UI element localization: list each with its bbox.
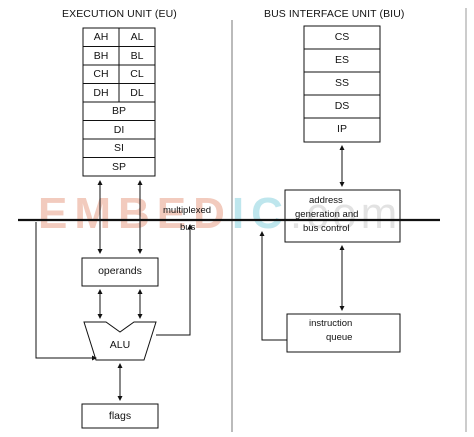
register-bh: BH xyxy=(93,49,109,62)
biu-segment-registers xyxy=(303,25,381,143)
watermark-main: EMBED xyxy=(38,189,232,238)
eu-register-file xyxy=(82,27,156,177)
watermark-accent: IC xyxy=(231,189,290,238)
register-dh: DH xyxy=(93,86,109,99)
biu-title: BUS INTERFACE UNIT (BIU) xyxy=(264,8,405,20)
queue-feedback-arrow xyxy=(259,231,287,341)
register-sp: SP xyxy=(111,160,126,173)
bus-to-alu-arrow xyxy=(35,222,97,361)
instruction-queue-box xyxy=(286,313,401,353)
bus-label-line1: multiplexed xyxy=(163,205,212,216)
register-cl: CL xyxy=(130,68,144,80)
queue-label-line1: instruction xyxy=(309,318,353,329)
flags-box xyxy=(81,403,159,429)
alu-result-arrow xyxy=(156,224,193,336)
bus-label-line2: bus xyxy=(180,222,196,233)
register-bp: BP xyxy=(111,105,126,117)
operands-label: operands xyxy=(98,265,142,277)
watermark-suffix: .com xyxy=(289,189,402,238)
alu-label: ALU xyxy=(109,339,131,351)
operands-box xyxy=(81,257,159,287)
register-ah: AH xyxy=(93,31,109,43)
eu-title: EXECUTION UNIT (EU) xyxy=(62,8,177,20)
address-label-line3: bus control xyxy=(303,223,350,234)
register-bl: BL xyxy=(130,49,144,62)
register-ss: SS xyxy=(334,77,349,89)
register-dl: DL xyxy=(130,86,144,99)
register-ch: CH xyxy=(93,68,109,80)
alu-shape xyxy=(83,321,157,361)
flags-label: flags xyxy=(108,410,132,422)
queue-label-line2: queue xyxy=(326,332,353,343)
watermark: EMBEDIC.com xyxy=(38,189,401,239)
address-generation-box xyxy=(284,189,401,243)
register-di: DI xyxy=(113,123,125,136)
register-ip: IP xyxy=(337,123,347,135)
address-label-line2: generation and xyxy=(295,209,359,220)
address-label-line1: address xyxy=(309,195,343,206)
register-es: ES xyxy=(334,54,349,66)
register-al: AL xyxy=(130,31,144,43)
register-ds: DS xyxy=(334,100,350,112)
register-si: SI xyxy=(114,142,124,154)
register-cs: CS xyxy=(334,31,350,43)
